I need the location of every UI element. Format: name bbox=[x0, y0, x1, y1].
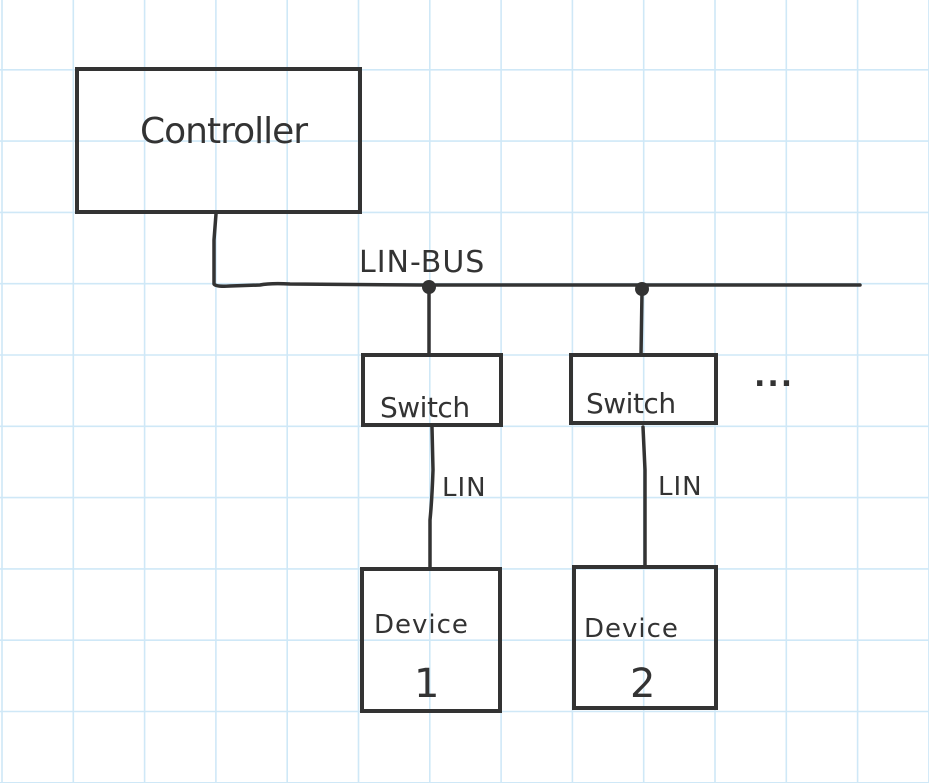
controller-node[interactable]: Controller bbox=[75, 67, 362, 214]
continuation-ellipsis: ... bbox=[754, 359, 794, 394]
link-label-2: LIN bbox=[658, 472, 703, 502]
branch-2: Switch LIN Device 2 bbox=[569, 290, 718, 710]
device-number-2: 2 bbox=[630, 661, 655, 707]
switch-label-1: Switch bbox=[380, 391, 470, 424]
controller-box bbox=[75, 67, 362, 214]
device-label-1: Device bbox=[374, 610, 469, 640]
bus-label: LIN-BUS bbox=[359, 245, 485, 280]
device-label-2: Device bbox=[584, 614, 679, 644]
bus-junction-2 bbox=[635, 282, 649, 296]
controller-label: Controller bbox=[140, 111, 308, 152]
switch-device-wire-2 bbox=[641, 425, 647, 568]
controller-bus-wire bbox=[212, 212, 862, 288]
switch-label-2: Switch bbox=[586, 387, 676, 420]
switch-box-2 bbox=[569, 353, 718, 425]
device-node-1[interactable]: Device 1 bbox=[360, 567, 502, 713]
branch-1: Switch LIN Device 1 bbox=[360, 288, 503, 713]
device-node-2[interactable]: Device 2 bbox=[572, 565, 718, 710]
switch-node-2[interactable]: Switch bbox=[569, 353, 718, 425]
bus-switch-wire-2 bbox=[639, 290, 644, 357]
device-box-1 bbox=[360, 567, 502, 713]
device-box-2 bbox=[572, 565, 718, 710]
bus-junction-1 bbox=[422, 280, 436, 294]
switch-box-1 bbox=[361, 353, 503, 427]
link-label-1: LIN bbox=[442, 473, 487, 503]
switch-device-wire-1 bbox=[428, 425, 435, 570]
device-number-1: 1 bbox=[414, 661, 439, 707]
switch-node-1[interactable]: Switch bbox=[361, 353, 503, 427]
